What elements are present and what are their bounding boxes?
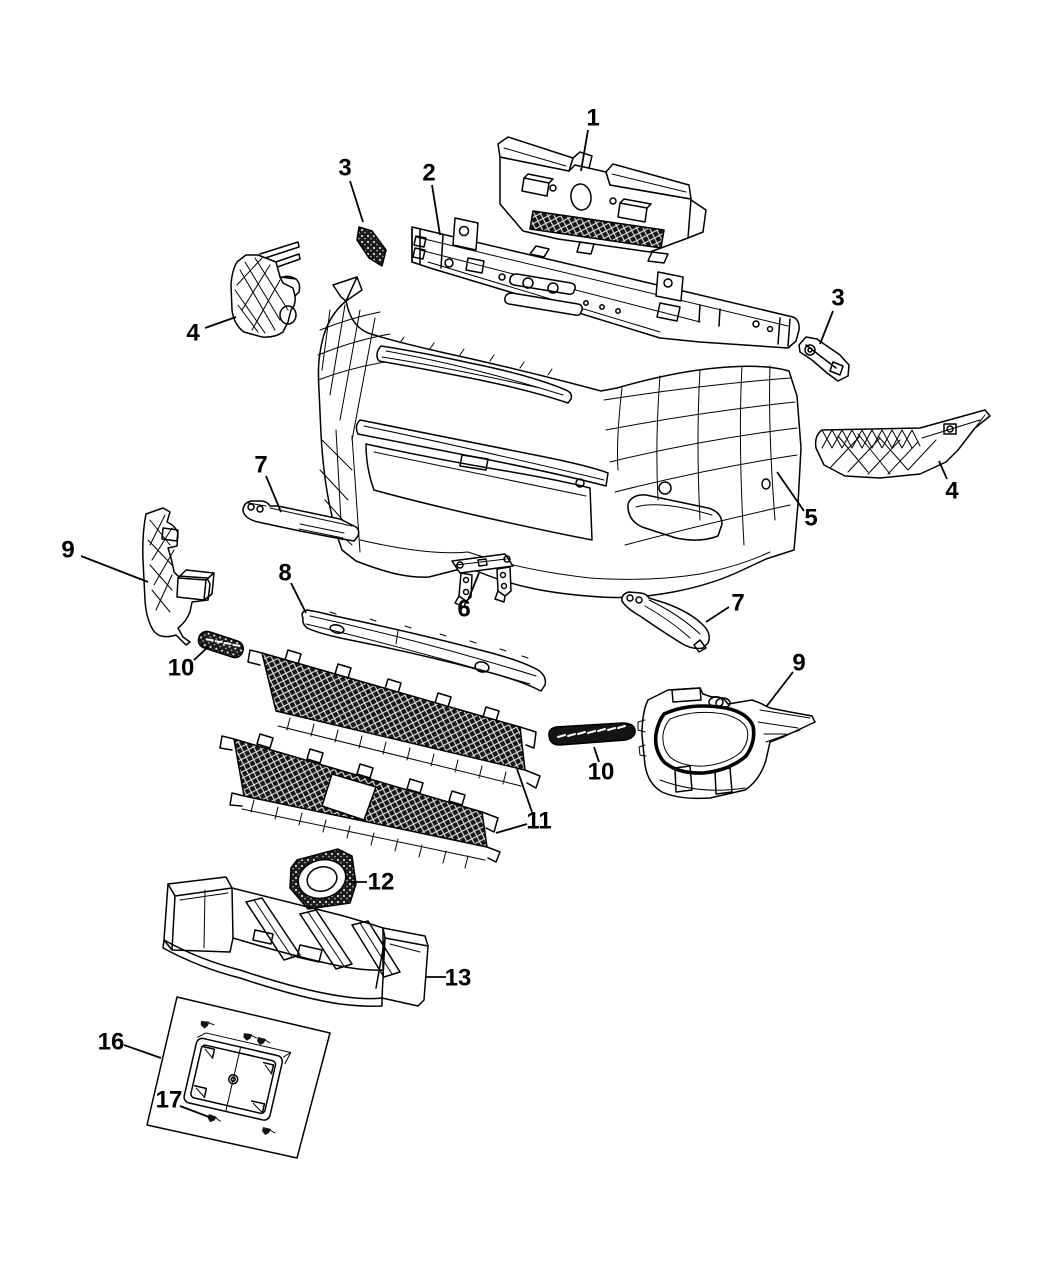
part-air-duct-left	[142, 507, 215, 646]
callout-label-11-15: 11	[526, 807, 551, 834]
callout-leader-3	[819, 310, 834, 345]
callout-leader-9	[765, 671, 794, 708]
part-vent-insert-left	[197, 630, 245, 659]
callout-label-7-9: 7	[731, 589, 744, 616]
plate-screw	[257, 1037, 271, 1045]
part-rail-bracket-right	[798, 336, 850, 382]
callout-label-4-4: 4	[186, 319, 200, 346]
callout-label-9-11: 9	[61, 536, 74, 563]
callout-leader-10	[593, 746, 600, 763]
callout-label-8-10: 8	[278, 559, 291, 586]
plate-screw	[207, 1114, 221, 1123]
callout-leader-11	[495, 823, 528, 834]
part-vent-insert-right	[548, 722, 636, 746]
plate-screw	[200, 1021, 215, 1029]
callout-leader-11	[516, 768, 533, 813]
callout-label-1-0: 1	[586, 104, 599, 131]
callout-label-17-19: 17	[156, 1086, 183, 1113]
part-air-deflector	[162, 876, 429, 1007]
callout-leader-2	[431, 184, 441, 236]
callout-leader-8	[290, 582, 307, 614]
part-impact-absorber	[497, 136, 707, 264]
part-front-fascia	[317, 276, 802, 599]
callout-leader-5	[776, 471, 805, 512]
license-plate-bracket	[183, 1032, 292, 1121]
callout-label-3-2: 3	[338, 154, 351, 181]
callout-label-5-6: 5	[804, 504, 817, 531]
callout-leader-7	[265, 475, 282, 513]
part-fog-bezel	[289, 848, 357, 910]
part-corner-bracket-right	[621, 591, 710, 653]
part-license-plate-kit	[146, 996, 331, 1159]
callout-label-9-12: 9	[792, 649, 805, 676]
part-side-support-left	[230, 241, 301, 338]
part-corner-bracket-left	[242, 500, 360, 542]
callout-label-13-17: 13	[445, 964, 472, 991]
callout-leader-4	[204, 316, 237, 329]
callout-label-12-16: 12	[368, 868, 395, 895]
callout-label-10-14: 10	[588, 758, 615, 785]
part-fog-lamp-housing	[637, 687, 816, 800]
callout-label-7-8: 7	[254, 451, 267, 478]
callout-label-16-18: 16	[98, 1028, 125, 1055]
callout-leader-1	[580, 129, 589, 172]
part-lower-molding	[301, 609, 547, 692]
callout-leader-3	[349, 180, 364, 223]
part-rail-bracket-left	[356, 226, 387, 267]
callout-label-10-13: 10	[168, 654, 195, 681]
callout-leader-17	[179, 1105, 210, 1118]
callout-leader-9	[80, 555, 149, 583]
callout-label-4-5: 4	[945, 477, 959, 504]
callout-label-2-1: 2	[422, 159, 435, 186]
callout-leader-16	[123, 1044, 162, 1059]
part-side-support-right	[814, 409, 991, 479]
callout-leader-4	[938, 460, 948, 480]
part-grille-upper	[247, 649, 541, 789]
callout-label-3-3: 3	[831, 284, 844, 311]
callout-label-6-7: 6	[457, 595, 470, 622]
plate-screw	[262, 1127, 276, 1135]
plate-screw	[243, 1033, 257, 1041]
part-grille-lower	[219, 733, 501, 869]
callout-leader-6	[467, 572, 480, 601]
part-reinforcement-beam	[411, 217, 800, 349]
parts-artwork	[142, 136, 991, 1159]
callout-leader-7	[705, 606, 730, 623]
callout-leader-10	[193, 646, 209, 661]
